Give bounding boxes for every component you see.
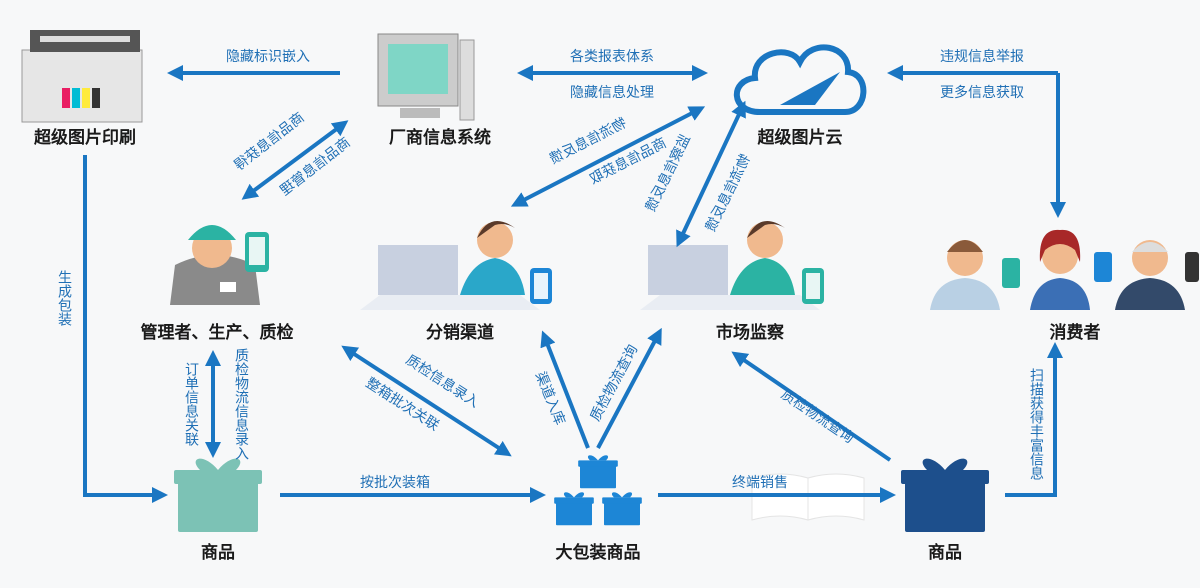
gift-box-icon-right bbox=[901, 458, 989, 532]
label-violation-report: 违规信息举报 bbox=[940, 48, 1024, 65]
label-pack-by-batch: 按批次装箱 bbox=[360, 475, 430, 491]
label-generate-package: 生成包装 bbox=[56, 270, 72, 326]
label-logistics-feedback-2: 物流信息反馈 bbox=[702, 152, 754, 235]
label-scan-info: 扫描获得丰富信息 bbox=[1028, 368, 1044, 480]
node-manager: 管理者、生产、质检 bbox=[141, 322, 294, 343]
gift-box-icon-left bbox=[174, 458, 262, 532]
label-qc-logistics-query-2: 质检物流查询 bbox=[778, 387, 857, 447]
printer-icon bbox=[21, 30, 143, 123]
gift-boxes-bulk-icon bbox=[554, 455, 642, 526]
supervisor-at-computer-icon bbox=[640, 220, 824, 310]
computer-icon bbox=[377, 33, 475, 121]
label-embed-hidden-mark: 隐藏标识嵌入 bbox=[226, 49, 310, 65]
node-supervision: 市场监察 bbox=[716, 322, 785, 343]
label-product-info-obtain: 商品信息获得 bbox=[231, 109, 308, 174]
label-report-system: 各类报表体系 bbox=[570, 49, 654, 65]
node-bulk-product: 大包装商品 bbox=[556, 542, 641, 563]
operator-at-computer-icon bbox=[360, 220, 552, 310]
label-more-info: 更多信息获取 bbox=[940, 84, 1024, 101]
label-order-link: 订单信息关联 bbox=[183, 362, 199, 447]
node-product-left: 商品 bbox=[201, 542, 235, 563]
node-consumer: 消费者 bbox=[1050, 322, 1101, 343]
node-printing: 超级图片印刷 bbox=[34, 127, 136, 148]
label-terminal-sales: 终端销售 bbox=[732, 475, 788, 491]
cloud-icon bbox=[733, 44, 867, 115]
node-product-right: 商品 bbox=[928, 542, 962, 563]
worker-avatar bbox=[170, 225, 269, 305]
label-qc-logistics-entry: 质检物流信息录入 bbox=[233, 348, 249, 460]
consumers-avatar-group bbox=[930, 229, 1199, 310]
arrows bbox=[83, 65, 1066, 503]
label-hidden-info-processing: 隐藏信息处理 bbox=[570, 84, 654, 101]
node-distribution: 分销渠道 bbox=[426, 322, 494, 343]
node-vendor-system: 厂商信息系统 bbox=[389, 127, 491, 148]
node-cloud: 超级图片云 bbox=[758, 127, 843, 148]
